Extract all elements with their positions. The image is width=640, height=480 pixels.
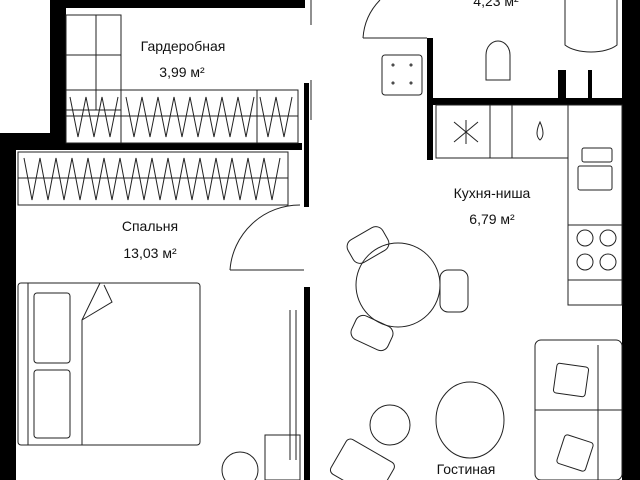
- kitchen-fixtures: [435, 104, 623, 306]
- bedroom-room-area: 13,03 м²: [123, 245, 177, 261]
- wardrobe-room-name: Гардеробная: [140, 38, 226, 54]
- shower-tray: [381, 54, 423, 96]
- hanger-zigzag: [125, 96, 255, 138]
- hanger-zigzag: [259, 96, 293, 138]
- pouf: [369, 404, 411, 446]
- living-furniture: [221, 339, 623, 480]
- coffee-table: [435, 381, 505, 459]
- toilet: [485, 40, 511, 81]
- wardrobe-room-area: 3,99 м²: [159, 64, 205, 80]
- hanger-zigzag: [69, 96, 119, 138]
- wardrobe-shelving: [17, 14, 299, 206]
- bed: [17, 282, 297, 460]
- bathtub: [564, 0, 618, 53]
- hanger-zigzags: [23, 96, 293, 201]
- kitchen-room-area: 6,79 м²: [469, 211, 515, 227]
- kitchen-room-name: Кухня-ниша: [453, 185, 531, 201]
- bedroom-room-name: Спальня: [121, 218, 179, 234]
- hanger-zigzag: [23, 157, 281, 201]
- bathroom-area: 4,23 м²: [473, 0, 519, 9]
- dining-set: [346, 226, 469, 352]
- bathroom-fixtures: [381, 0, 618, 96]
- door-swings: [229, 0, 427, 271]
- living-room-name: Гостиная: [436, 461, 496, 477]
